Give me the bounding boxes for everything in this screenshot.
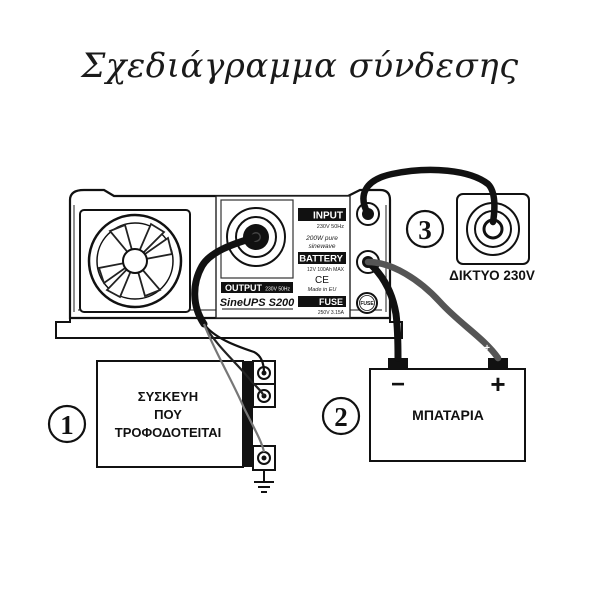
earth-ground-icon (254, 470, 274, 493)
wire-neutral (203, 323, 265, 397)
fan-ring-inner (96, 222, 174, 300)
step-3-number: 3 (418, 215, 432, 245)
model-name: SineUPS S200 (220, 297, 295, 309)
positive-cable-plus: + (484, 343, 490, 354)
device-box (96, 360, 244, 468)
inverter-flange (55, 317, 403, 339)
fuse-button (356, 292, 378, 314)
input-cable (360, 166, 498, 226)
fuse-label-bg (298, 296, 346, 307)
cooling-fan (79, 209, 191, 313)
diagram-title: Σχεδιάγραμμα σύνδεσης (81, 46, 519, 86)
earth-terminal-screw-dot (261, 455, 267, 461)
fan-blades (97, 222, 174, 299)
inverter: INPUT 230V 50Hz 200W pure sinewave BATTE… (55, 188, 403, 339)
device-label-line1: ΣΥΣΚΕΥΗ (138, 389, 198, 404)
output-label-bg (221, 282, 293, 293)
powered-device: ΣΥΣΚΕΥΗ ΠΟΥ ΤΡΟΦΟΔΟΤΕΙΤΑΙ (96, 360, 276, 471)
wire-earth (202, 323, 266, 453)
step-2-badge (321, 396, 361, 436)
step-3-badge (405, 209, 445, 249)
fuse-spec: 250V 3.15A (318, 310, 345, 316)
battery-positive-cable (364, 258, 502, 362)
ce-mark: CE (315, 275, 329, 286)
step-2-number: 2 (334, 402, 348, 432)
feature-line1: 200W pure (305, 235, 338, 242)
input-spec: 230V 50Hz (317, 224, 344, 230)
battery-label-bg (298, 252, 346, 264)
step-1-badge (47, 404, 87, 444)
battery-plus-sign: + (490, 369, 505, 399)
device-label-line2: ΠΟΥ (154, 407, 182, 422)
grid-label: ΔΙΚΤΥΟ 230V (449, 268, 535, 283)
battery-minus-sign: − (391, 371, 405, 398)
fan-hub (122, 248, 148, 274)
feature-line2: sinewave (308, 243, 335, 250)
step-1-number: 1 (60, 410, 74, 440)
battery-body (369, 368, 526, 462)
input-label: INPUT (313, 211, 343, 222)
battery-terminal-positive (488, 358, 508, 369)
output-spec: 230V 50Hz (265, 287, 290, 293)
made-in: Made in EU (308, 287, 337, 293)
battery-spec: 12V 100Ah MAX (307, 267, 345, 273)
battery-label: BATTERY (299, 254, 343, 265)
battery: − + ΜΠΑΤΑΡΙΑ (369, 358, 526, 462)
fuse-label: FUSE (319, 297, 343, 307)
fuse-button-label: FUSE (360, 301, 374, 307)
output-cable (191, 233, 260, 328)
battery-terminal-negative (388, 358, 408, 369)
battery-negative-cable (364, 258, 402, 362)
device-label-line3: ΤΡΟΦΟΔΟΤΕΙΤΑΙ (115, 425, 221, 440)
battery-label: ΜΠΑΤΑΡΙΑ (412, 407, 484, 423)
output-label: OUTPUT (225, 283, 263, 293)
grid-socket: ΔΙΚΤΥΟ 230V (449, 193, 535, 283)
input-label-bg (298, 208, 346, 221)
fuse-button-ring (359, 295, 375, 311)
wire-live (203, 323, 266, 374)
